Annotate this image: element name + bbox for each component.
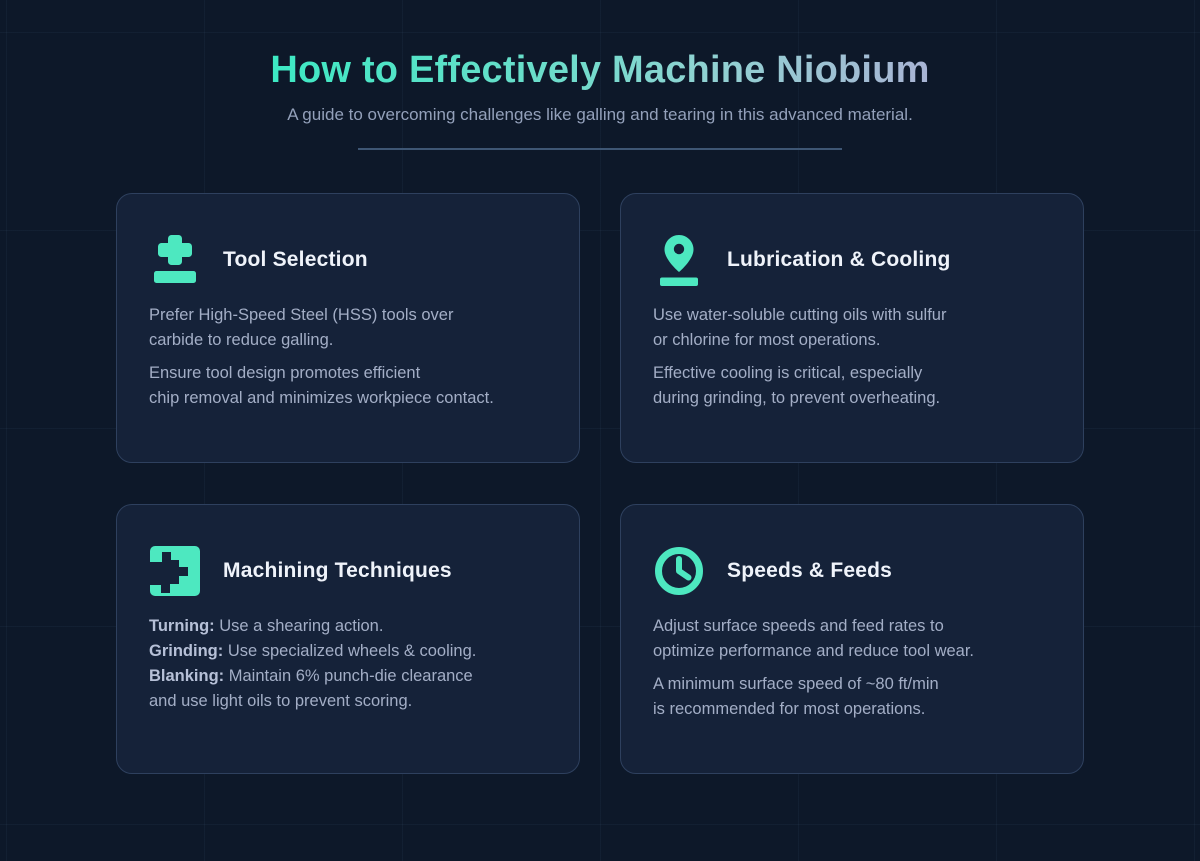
text-line: Use water-soluble cutting oils with sulf… <box>653 306 947 324</box>
card-title: Machining Techniques <box>223 559 452 582</box>
card-body: Prefer High-Speed Steel (HSS) tools over… <box>149 303 547 411</box>
card-title: Speeds & Feeds <box>727 559 893 582</box>
text-line: Ensure tool design promotes efficient <box>149 364 421 382</box>
card-header: Speeds & Feeds <box>653 545 1051 597</box>
header-divider <box>358 148 842 150</box>
text-line: is recommended for most operations. <box>653 700 926 718</box>
card-paragraph: Turning: Use a shearing action. Grinding… <box>149 614 547 714</box>
card-body: Use water-soluble cutting oils with sulf… <box>653 303 1051 411</box>
line-label: Blanking: <box>149 667 225 685</box>
card-paragraph: Use water-soluble cutting oils with sulf… <box>653 303 1051 353</box>
text-line: or chlorine for most operations. <box>653 331 881 349</box>
text-line: Turning: Use a shearing action. <box>149 614 547 639</box>
card-tool-selection: Tool Selection Prefer High-Speed Steel (… <box>116 193 580 463</box>
text-line: A minimum surface speed of ~80 ft/min <box>653 675 939 693</box>
card-title: Tool Selection <box>223 248 368 271</box>
page-subtitle: A guide to overcoming challenges like ga… <box>287 105 913 124</box>
text-line: and use light oils to prevent scoring. <box>149 689 547 714</box>
card-body: Turning: Use a shearing action. Grinding… <box>149 614 547 714</box>
text-line: chip removal and minimizes workpiece con… <box>149 389 494 407</box>
text-line: Grinding: Use specialized wheels & cooli… <box>149 639 547 664</box>
text-line: Blanking: Maintain 6% punch-die clearanc… <box>149 664 547 689</box>
card-paragraph: A minimum surface speed of ~80 ft/min is… <box>653 672 1051 722</box>
card-lubrication-cooling: Lubrication & Cooling Use water-soluble … <box>620 193 1084 463</box>
text-line: during grinding, to prevent overheating. <box>653 389 941 407</box>
line-text: and use light oils to prevent scoring. <box>149 692 413 710</box>
card-header: Lubrication & Cooling <box>653 234 1051 286</box>
puzzle-piece-icon <box>149 545 201 597</box>
card-title: Lubrication & Cooling <box>727 248 951 271</box>
line-text: Maintain 6% punch-die clearance <box>224 667 473 685</box>
text-line: optimize performance and reduce tool wea… <box>653 642 975 660</box>
line-text: Use specialized wheels & cooling. <box>223 642 477 660</box>
card-paragraph: Adjust surface speeds and feed rates to … <box>653 614 1051 664</box>
map-pin-icon <box>653 234 705 286</box>
text-line: Effective cooling is critical, especiall… <box>653 364 923 382</box>
text-line: Prefer High-Speed Steel (HSS) tools over <box>149 306 454 324</box>
text-line: carbide to reduce galling. <box>149 331 334 349</box>
card-machining-techniques: Machining Techniques Turning: Use a shea… <box>116 504 580 774</box>
tools-icon <box>149 234 201 286</box>
line-text: Use a shearing action. <box>214 617 384 635</box>
line-label: Grinding: <box>149 642 224 660</box>
card-paragraph: Effective cooling is critical, especiall… <box>653 361 1051 411</box>
card-header: Machining Techniques <box>149 545 547 597</box>
line-label: Turning: <box>149 617 215 635</box>
cards-grid: Tool Selection Prefer High-Speed Steel (… <box>116 193 1084 774</box>
text-line: Adjust surface speeds and feed rates to <box>653 617 944 635</box>
card-speeds-feeds: Speeds & Feeds Adjust surface speeds and… <box>620 504 1084 774</box>
card-paragraph: Ensure tool design promotes efficient ch… <box>149 361 547 411</box>
page-header: How to Effectively Machine Niobium A gui… <box>0 0 1200 150</box>
clock-icon <box>653 545 705 597</box>
page-title: How to Effectively Machine Niobium <box>270 49 930 91</box>
card-header: Tool Selection <box>149 234 547 286</box>
card-paragraph: Prefer High-Speed Steel (HSS) tools over… <box>149 303 547 353</box>
card-body: Adjust surface speeds and feed rates to … <box>653 614 1051 722</box>
